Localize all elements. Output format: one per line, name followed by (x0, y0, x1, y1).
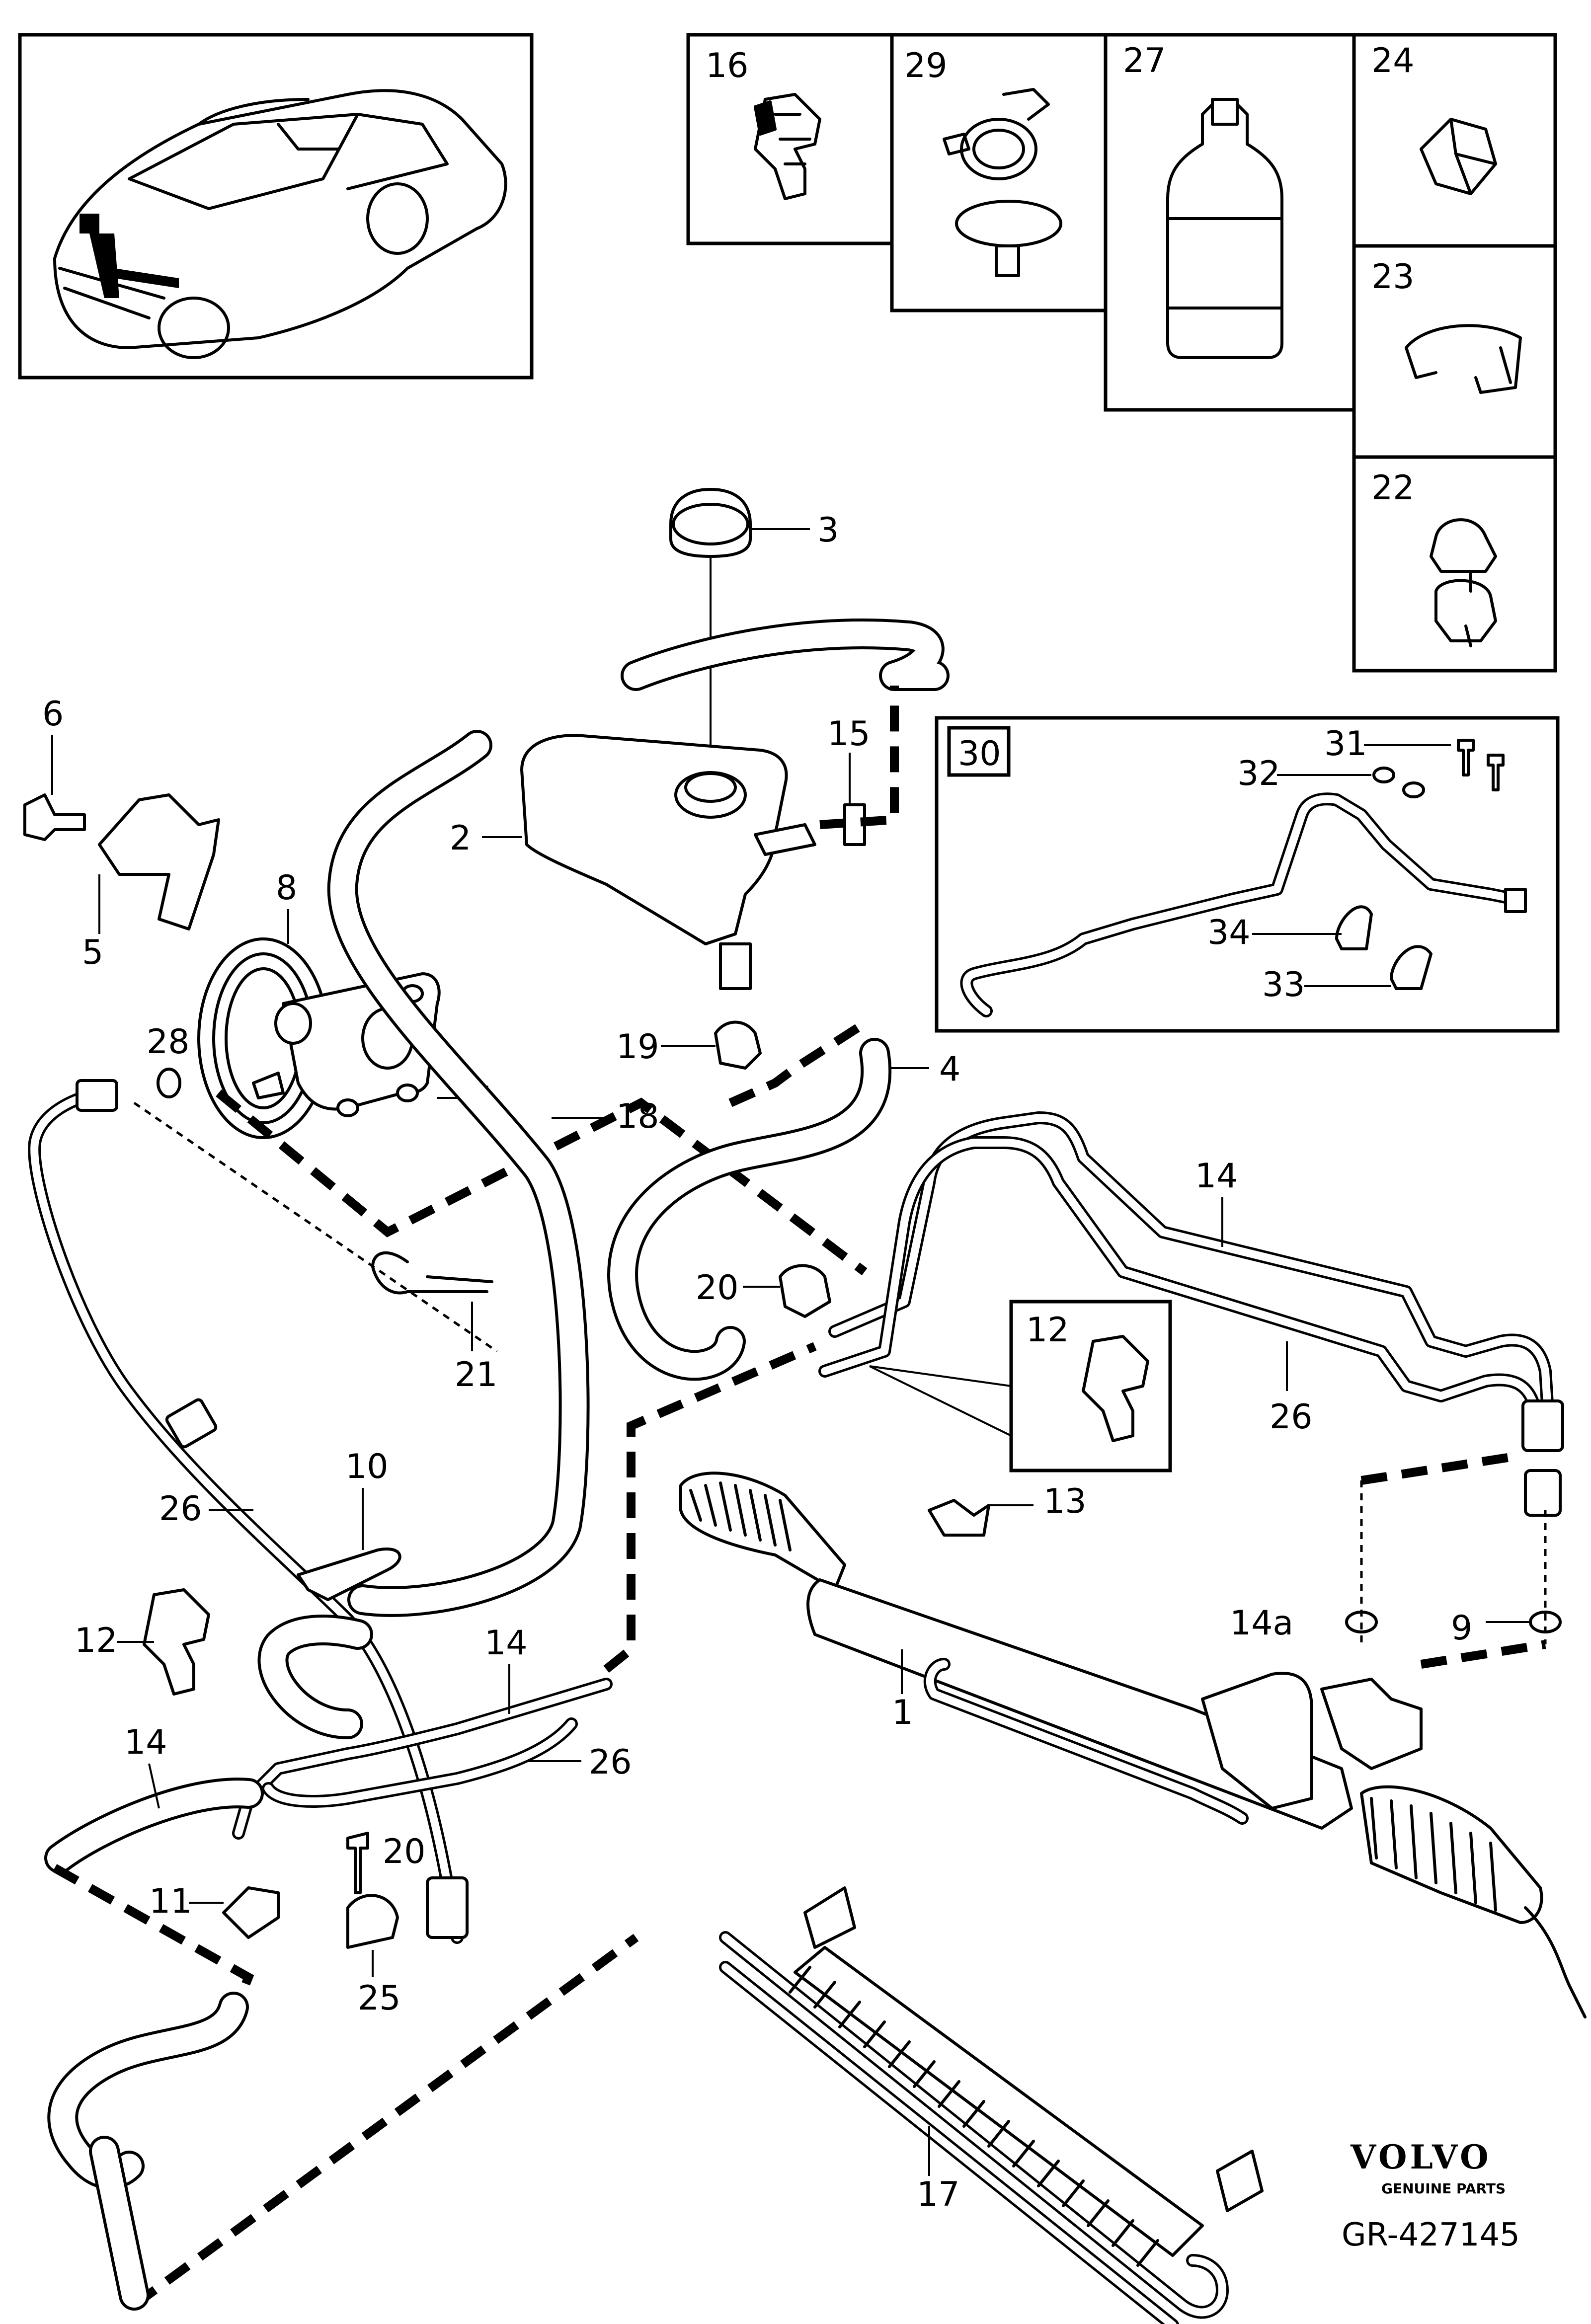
clip-13: 13 (928, 1482, 1087, 1537)
return-hose-lower (47, 1992, 249, 2311)
cooler-17: 17 (719, 1886, 1264, 2324)
lower-pipes-14-26: 14 26 14 (44, 1624, 632, 1873)
clip-16-icon (754, 93, 821, 200)
clip-21: 21 (371, 1251, 498, 1394)
clamp-20-upper: 20 (696, 1264, 831, 1318)
clip-12: 12 (75, 1588, 210, 1696)
clamp-29-icon (943, 88, 1062, 277)
pressure-pipe-26: 26 (28, 1079, 498, 1944)
label-17: 17 (917, 2175, 960, 2214)
label-12b: 12 (75, 1621, 118, 1660)
clip-22-icon (1430, 518, 1497, 647)
o-ring-28: 28 (147, 1022, 190, 1098)
label-33: 33 (1262, 965, 1305, 1005)
label-5: 5 (82, 933, 103, 972)
label-10: 10 (345, 1447, 389, 1486)
label-29: 29 (904, 46, 948, 85)
brand-tagline: GENUINE PARTS (1381, 2180, 1506, 2197)
bolt-20-lower: 20 (346, 1832, 426, 1894)
bolt-6: 6 (23, 695, 86, 841)
label-23: 23 (1371, 257, 1415, 297)
steering-rack-1: 1 (679, 1472, 1587, 2018)
label-14x: 14a (1230, 1604, 1293, 1643)
reservoir-cap-3: 3 (669, 488, 839, 755)
return-hose-upper (621, 619, 950, 691)
label-26b: 26 (1270, 1397, 1313, 1437)
parts-box-27: 27 (1104, 33, 1356, 412)
parts-box-23: 23 (1352, 244, 1557, 459)
label-3: 3 (817, 511, 839, 550)
hose-4: 4 (607, 1038, 960, 1381)
label-26c: 26 (589, 1743, 632, 1782)
label-2: 2 (450, 819, 471, 858)
clamp-25: 25 (346, 1894, 401, 2018)
pipes-14-26-right: 14 26 (818, 1111, 1564, 1517)
label-22: 22 (1371, 468, 1415, 508)
label-14b: 14 (484, 1624, 528, 1663)
label-31: 31 (1324, 724, 1367, 764)
label-11: 11 (149, 1882, 192, 1921)
label-6: 6 (42, 695, 64, 734)
bracket-5: 5 (82, 793, 220, 972)
diagram-reference: GR-427145 (1342, 2217, 1520, 2253)
clamp-15: 15 (819, 686, 899, 846)
label-24: 24 (1371, 41, 1415, 80)
brand-logo: VOLVO (1350, 2138, 1492, 2176)
label-9: 9 (1451, 1609, 1472, 1648)
label-30: 30 (958, 734, 1001, 774)
label-14a: 14 (1195, 1157, 1238, 1196)
parts-box-16: 16 (686, 33, 894, 245)
label-14c: 14 (124, 1723, 167, 1762)
label-21: 21 (455, 1355, 498, 1394)
label-25: 25 (358, 1979, 401, 2018)
clip-24-icon (1420, 118, 1497, 195)
o-ring-14a: 14a (1230, 1604, 1378, 1643)
label-20a: 20 (696, 1268, 739, 1308)
label-32: 32 (1237, 754, 1280, 793)
suction-hose-18: 18 (327, 730, 659, 1617)
label-15: 15 (827, 714, 871, 754)
o-ring-9: 9 (1451, 1609, 1562, 1648)
label-13: 13 (1043, 1482, 1087, 1521)
clamp-19: 19 (616, 1019, 867, 1107)
label-26a: 26 (159, 1489, 202, 1529)
label-4: 4 (939, 1050, 960, 1089)
label-1: 1 (892, 1693, 913, 1732)
parts-box-22: 22 (1352, 455, 1557, 673)
clip-10: 10 (297, 1447, 401, 1601)
parts-box-24: 24 (1352, 33, 1557, 248)
clip-23-icon (1405, 324, 1522, 394)
label-18: 18 (616, 1097, 659, 1136)
label-12a: 12 (1026, 1311, 1069, 1350)
vehicle-overview-thumbnail (18, 33, 534, 380)
label-34: 34 (1207, 913, 1251, 952)
label-19: 19 (616, 1027, 659, 1067)
reservoir-2: 2 (450, 734, 816, 990)
parts-box-30: 30 31 32 34 33 (935, 716, 1560, 1033)
label-16: 16 (706, 46, 749, 85)
brand-block: VOLVO GENUINE PARTS GR-427145 (1342, 2138, 1520, 2253)
clip-11: 11 (149, 1882, 280, 1939)
label-27: 27 (1123, 41, 1166, 80)
inset-clip-12: 12 (869, 1300, 1172, 1472)
label-8: 8 (276, 868, 297, 908)
label-20b: 20 (383, 1832, 426, 1871)
parts-box-29: 29 (890, 33, 1108, 312)
fluid-bottle-27-icon (1166, 98, 1283, 359)
label-28: 28 (147, 1022, 190, 1062)
